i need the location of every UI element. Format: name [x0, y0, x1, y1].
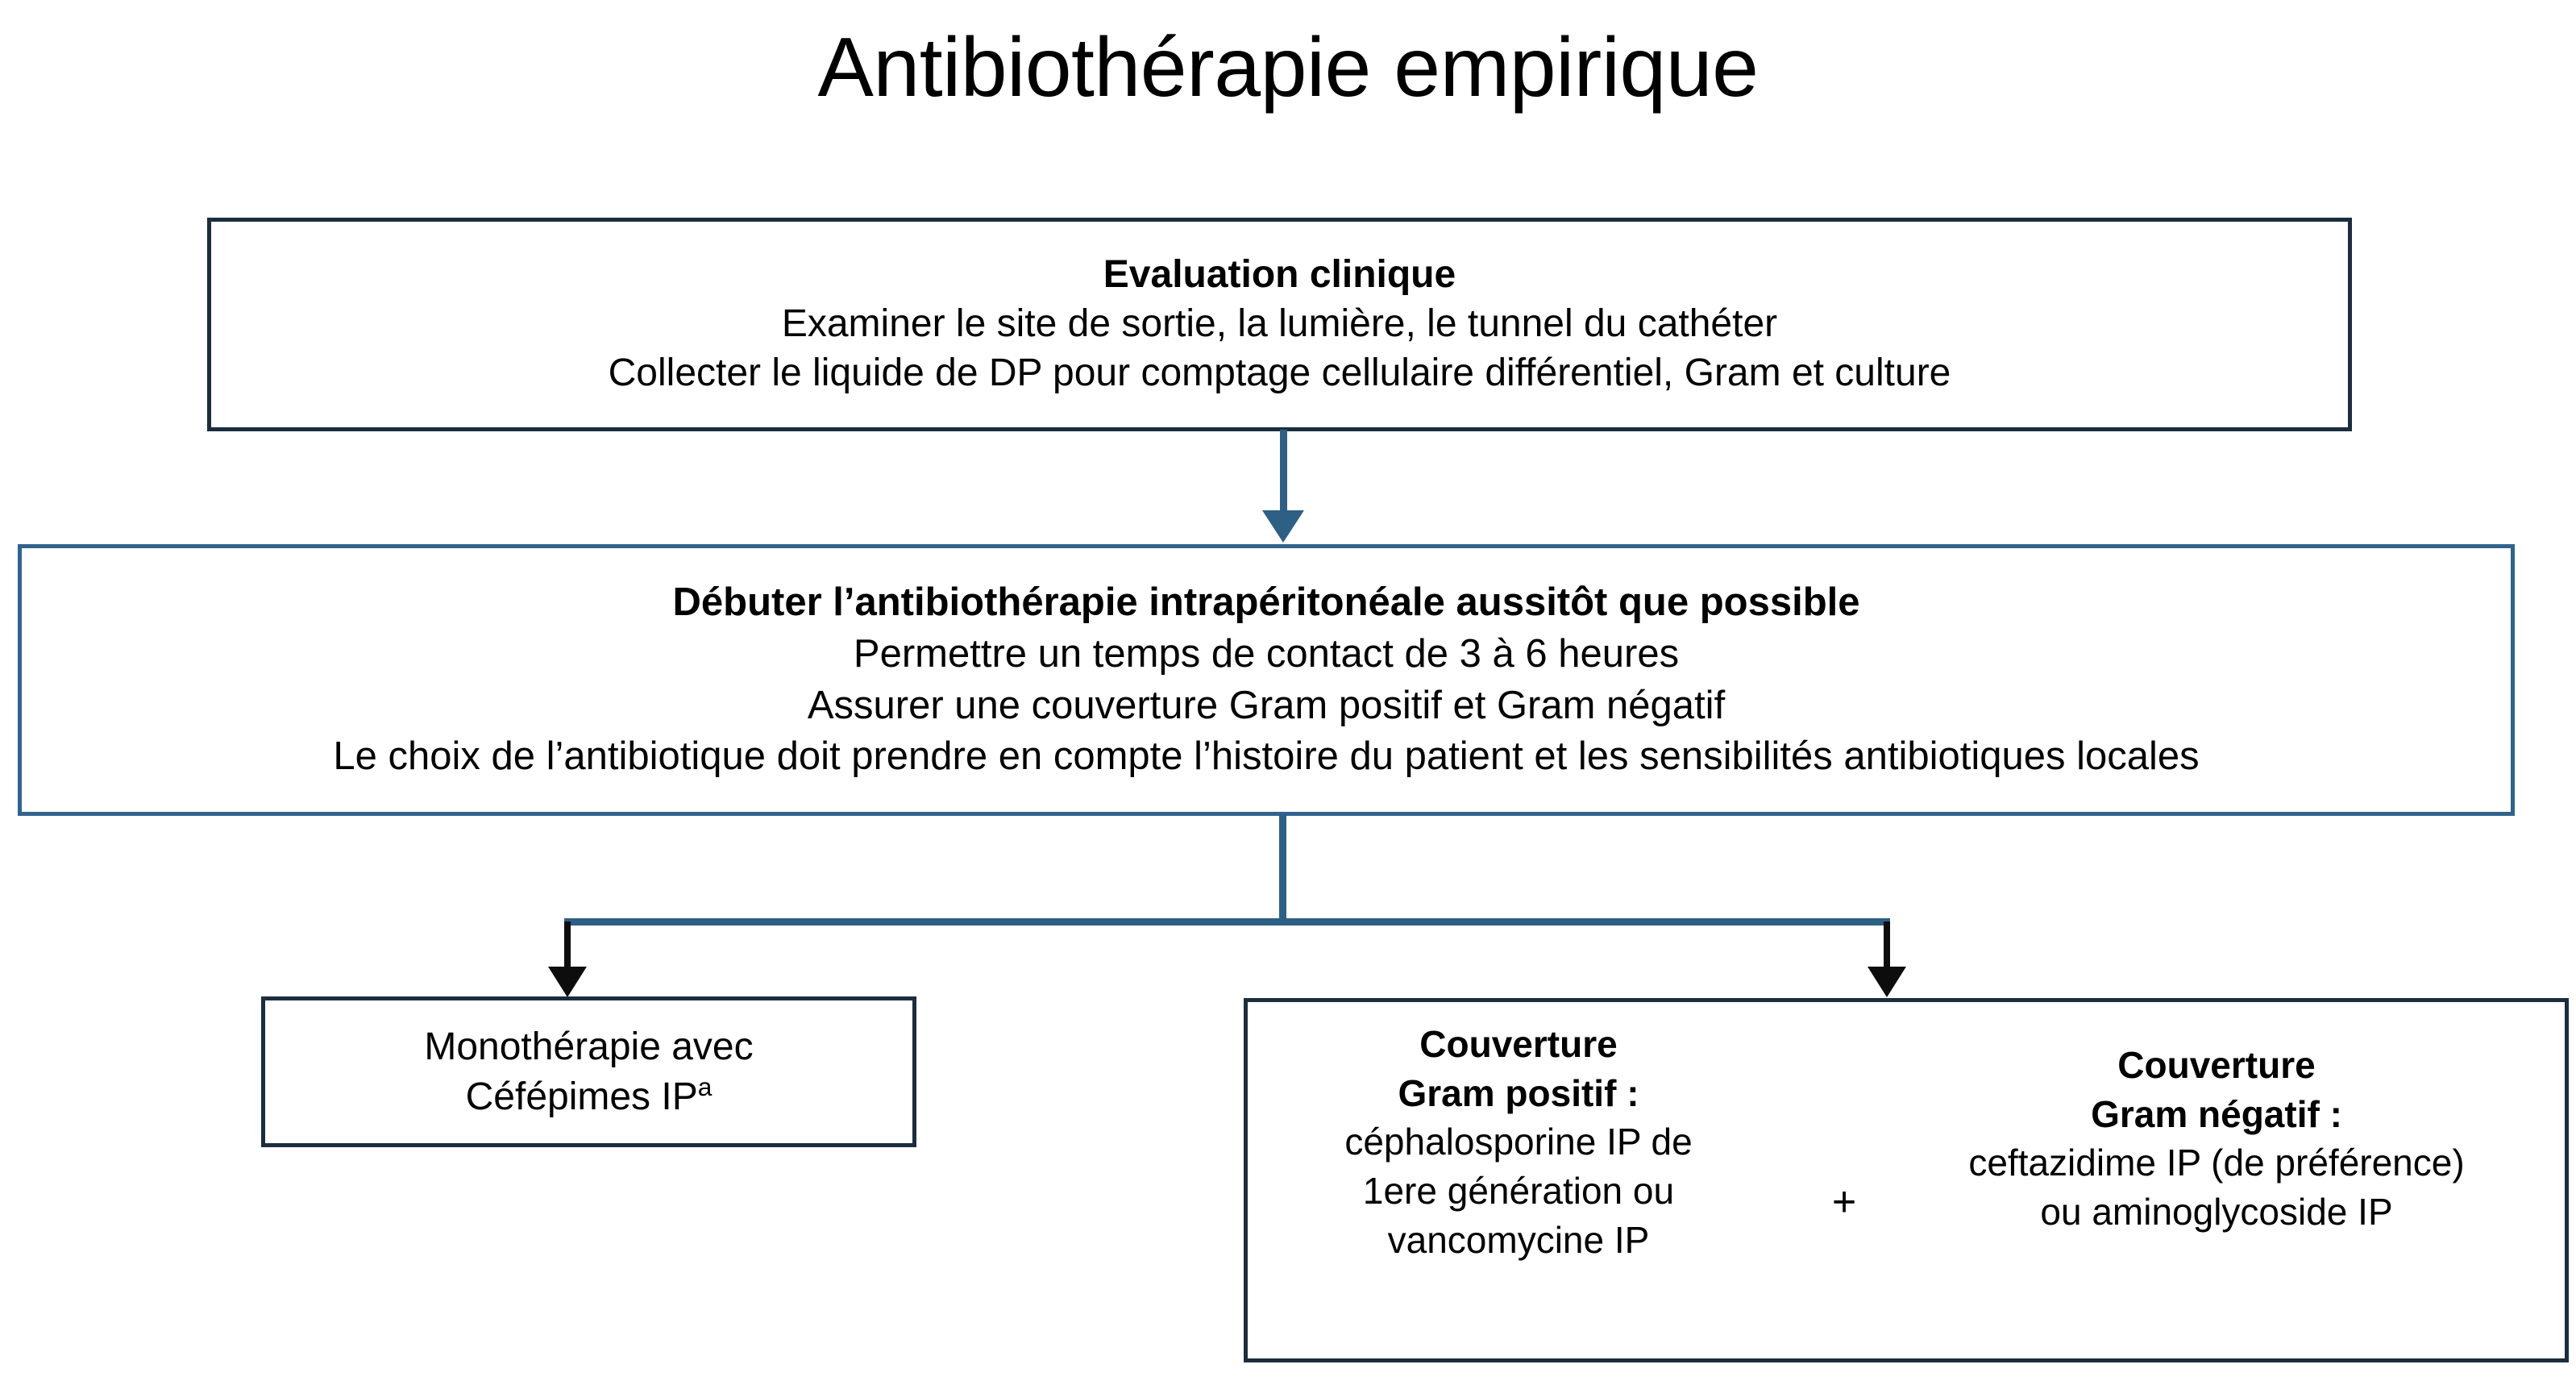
gram-negatif-line-3: ceftazidime IP (de préférence) [1968, 1142, 2465, 1184]
page-title: Antibiothérapie empirique [817, 21, 1759, 114]
arrowhead-branch-right [1868, 967, 1906, 997]
node-couverture-gram: Couverture Gram positif : céphalosporine… [1244, 998, 2569, 1362]
monotherapie-footnote-marker: a [697, 1071, 713, 1101]
gram-positif-heading-2: Gram positif : [1398, 1071, 1639, 1114]
arrowhead-branch-left [548, 967, 587, 997]
gram-positif-heading-1: Couverture [1419, 1023, 1618, 1065]
gram-positif-line-3: céphalosporine IP de [1344, 1121, 1693, 1163]
plus-operator: + [1831, 1179, 1857, 1225]
node-monotherapie: Monothérapie avec Céfépimes IPa [261, 996, 916, 1147]
gram-positif-line-5: vancomycine IP [1387, 1218, 1650, 1261]
evaluation-heading: Evaluation clinique [1103, 253, 1456, 297]
monotherapie-line-2: Céfépimes IPa [466, 1072, 713, 1121]
gram-negatif-line-4: ou aminoglycoside IP [2040, 1191, 2393, 1233]
gram-positif-line-4: 1ere génération ou [1362, 1170, 1675, 1213]
debuter-line-2: Permettre un temps de contact de 3 à 6 h… [853, 631, 1680, 676]
debuter-heading: Débuter l’antibiothérapie intrapéritonéa… [672, 580, 1860, 625]
arrowhead-evaluation-to-debuter [1262, 510, 1304, 543]
gram-negatif-heading-1: Couverture [2117, 1044, 2316, 1086]
evaluation-line-2: Examiner le site de sortie, la lumière, … [781, 302, 1778, 346]
evaluation-line-3: Collecter le liquide de DP pour comptage… [608, 351, 1951, 394]
connector-branch-left [564, 921, 571, 971]
debuter-line-3: Assurer une couverture Gram positif et G… [807, 683, 1726, 727]
connector-branch-bar [564, 918, 1890, 926]
column-gram-negatif: Couverture Gram négatif : ceftazidime IP… [1860, 1041, 2573, 1237]
column-gram-positif: Couverture Gram positif : céphalosporine… [1257, 1020, 1780, 1265]
node-debuter-antibiotherapie: Débuter l’antibiothérapie intrapéritonéa… [18, 544, 2515, 816]
gram-negatif-heading-2: Gram négatif : [2091, 1092, 2342, 1135]
connector-debuter-stem [1279, 814, 1286, 924]
connector-evaluation-to-debuter [1280, 430, 1287, 517]
connector-branch-right [1884, 921, 1890, 971]
monotherapie-line-1: Monothérapie avec [424, 1025, 754, 1069]
node-evaluation-clinique: Evaluation clinique Examiner le site de … [207, 218, 2352, 431]
monotherapie-drug: Céfépimes IP [465, 1075, 698, 1118]
debuter-line-4: Le choix de l’antibiotique doit prendre … [333, 734, 2200, 779]
